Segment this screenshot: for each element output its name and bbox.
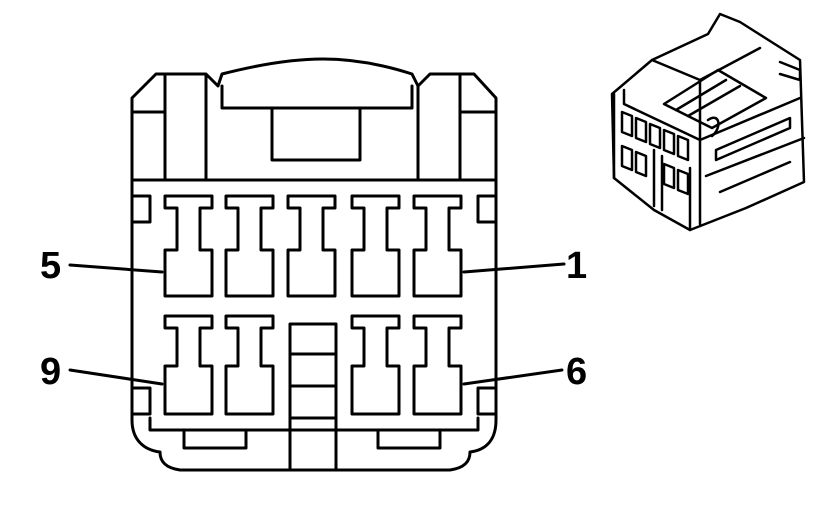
bottom-slot-right: [376, 430, 442, 450]
lower-cavity-row: [163, 314, 463, 416]
cavity-5: [163, 194, 214, 298]
cavity-8: [224, 314, 275, 416]
bottom-rail: [148, 416, 480, 432]
cavity-2: [350, 194, 401, 298]
pin-label-5: 5: [40, 245, 61, 287]
pin-label-6: 6: [566, 351, 587, 393]
left-latch: [163, 74, 208, 182]
cavity-1: [412, 194, 463, 298]
right-side-notch-top: [476, 194, 498, 224]
upper-cavity-row: [163, 194, 463, 298]
connector-isometric-icon: [610, 12, 806, 232]
connector-face-view: [68, 57, 566, 472]
cavity-7: [350, 314, 401, 416]
cavity-4: [224, 194, 275, 298]
center-tab: [270, 106, 362, 162]
leader-line-6: [462, 368, 564, 386]
pin-label-1: 1: [566, 245, 587, 287]
leader-line-9: [68, 368, 164, 386]
center-key: [288, 322, 338, 472]
pin-label-9: 9: [40, 351, 61, 393]
leader-line-5: [68, 263, 164, 274]
connector-housing-outline: [130, 57, 498, 472]
right-latch: [416, 74, 462, 182]
left-side-notch-bottom: [130, 386, 152, 416]
bottom-slot-left: [182, 430, 248, 450]
cavity-3: [286, 194, 337, 298]
center-latch: [220, 84, 414, 110]
leader-line-1: [462, 262, 566, 274]
left-side-notch-top: [130, 194, 152, 224]
cavity-9: [163, 314, 214, 416]
cavity-6: [412, 314, 463, 416]
right-side-notch-bottom: [476, 386, 498, 416]
